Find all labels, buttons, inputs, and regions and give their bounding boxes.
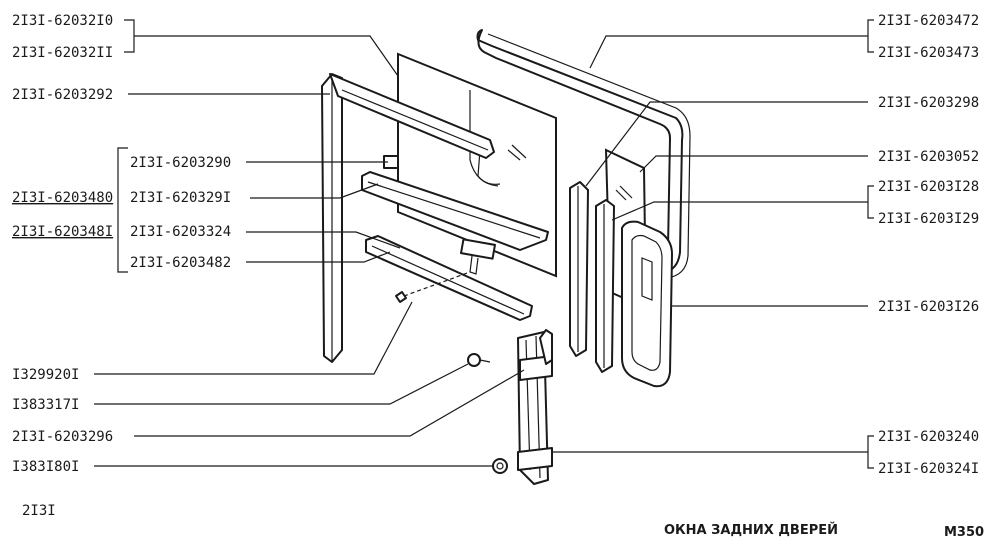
label-6203298: 2I3I-6203298 — [878, 95, 979, 111]
footer: 2I3I ОКНА ЗАДНИХ ДВЕРЕЙ M350 — [22, 503, 984, 540]
vent-frame — [621, 220, 673, 388]
label-62032I0: 2I3I-62032I0 — [12, 13, 113, 29]
vent-seal — [595, 199, 615, 373]
left-labels: 2I3I-62032I0 2I3I-62032II 2I3I-6203292 2… — [12, 13, 231, 475]
leader-lines — [94, 19, 874, 469]
label-6203482: 2I3I-6203482 — [130, 255, 231, 271]
label-6203052: 2I3I-6203052 — [878, 149, 979, 165]
label-6203290: 2I3I-6203290 — [130, 155, 231, 171]
label-6203I26: 2I3I-6203I26 — [878, 299, 979, 315]
seal-strip — [569, 181, 589, 357]
page-code: M350 — [944, 525, 984, 540]
label-620329I: 2I3I-620329I — [130, 190, 231, 206]
nut — [492, 458, 508, 474]
label-6203324: 2I3I-6203324 — [130, 224, 231, 240]
right-labels: 2I3I-6203472 2I3I-6203473 2I3I-6203298 2… — [878, 13, 979, 477]
label-6203473: 2I3I-6203473 — [878, 45, 979, 61]
label-I383317I: I383317I — [12, 397, 79, 413]
label-6203292: 2I3I-6203292 — [12, 87, 113, 103]
bolt — [467, 353, 481, 367]
model-code: 2I3I — [22, 503, 56, 519]
label-620324I: 2I3I-620324I — [878, 461, 979, 477]
label-6203296: 2I3I-6203296 — [12, 429, 113, 445]
label-I329920I: I329920I — [12, 367, 79, 383]
label-6203240: 2I3I-6203240 — [878, 429, 979, 445]
label-6203480: 2I3I-6203480 — [12, 190, 113, 206]
diagram-title: ОКНА ЗАДНИХ ДВЕРЕЙ — [664, 522, 838, 538]
label-I383I80I: I383I80I — [12, 459, 79, 475]
label-620348I: 2I3I-620348I — [12, 224, 113, 240]
label-6203I29: 2I3I-6203I29 — [878, 211, 979, 227]
label-6203I28: 2I3I-6203I28 — [878, 179, 979, 195]
label-6203472: 2I3I-6203472 — [878, 13, 979, 29]
label-62032II: 2I3I-62032II — [12, 45, 113, 61]
screw — [395, 291, 407, 303]
parts-drawing — [321, 29, 691, 485]
